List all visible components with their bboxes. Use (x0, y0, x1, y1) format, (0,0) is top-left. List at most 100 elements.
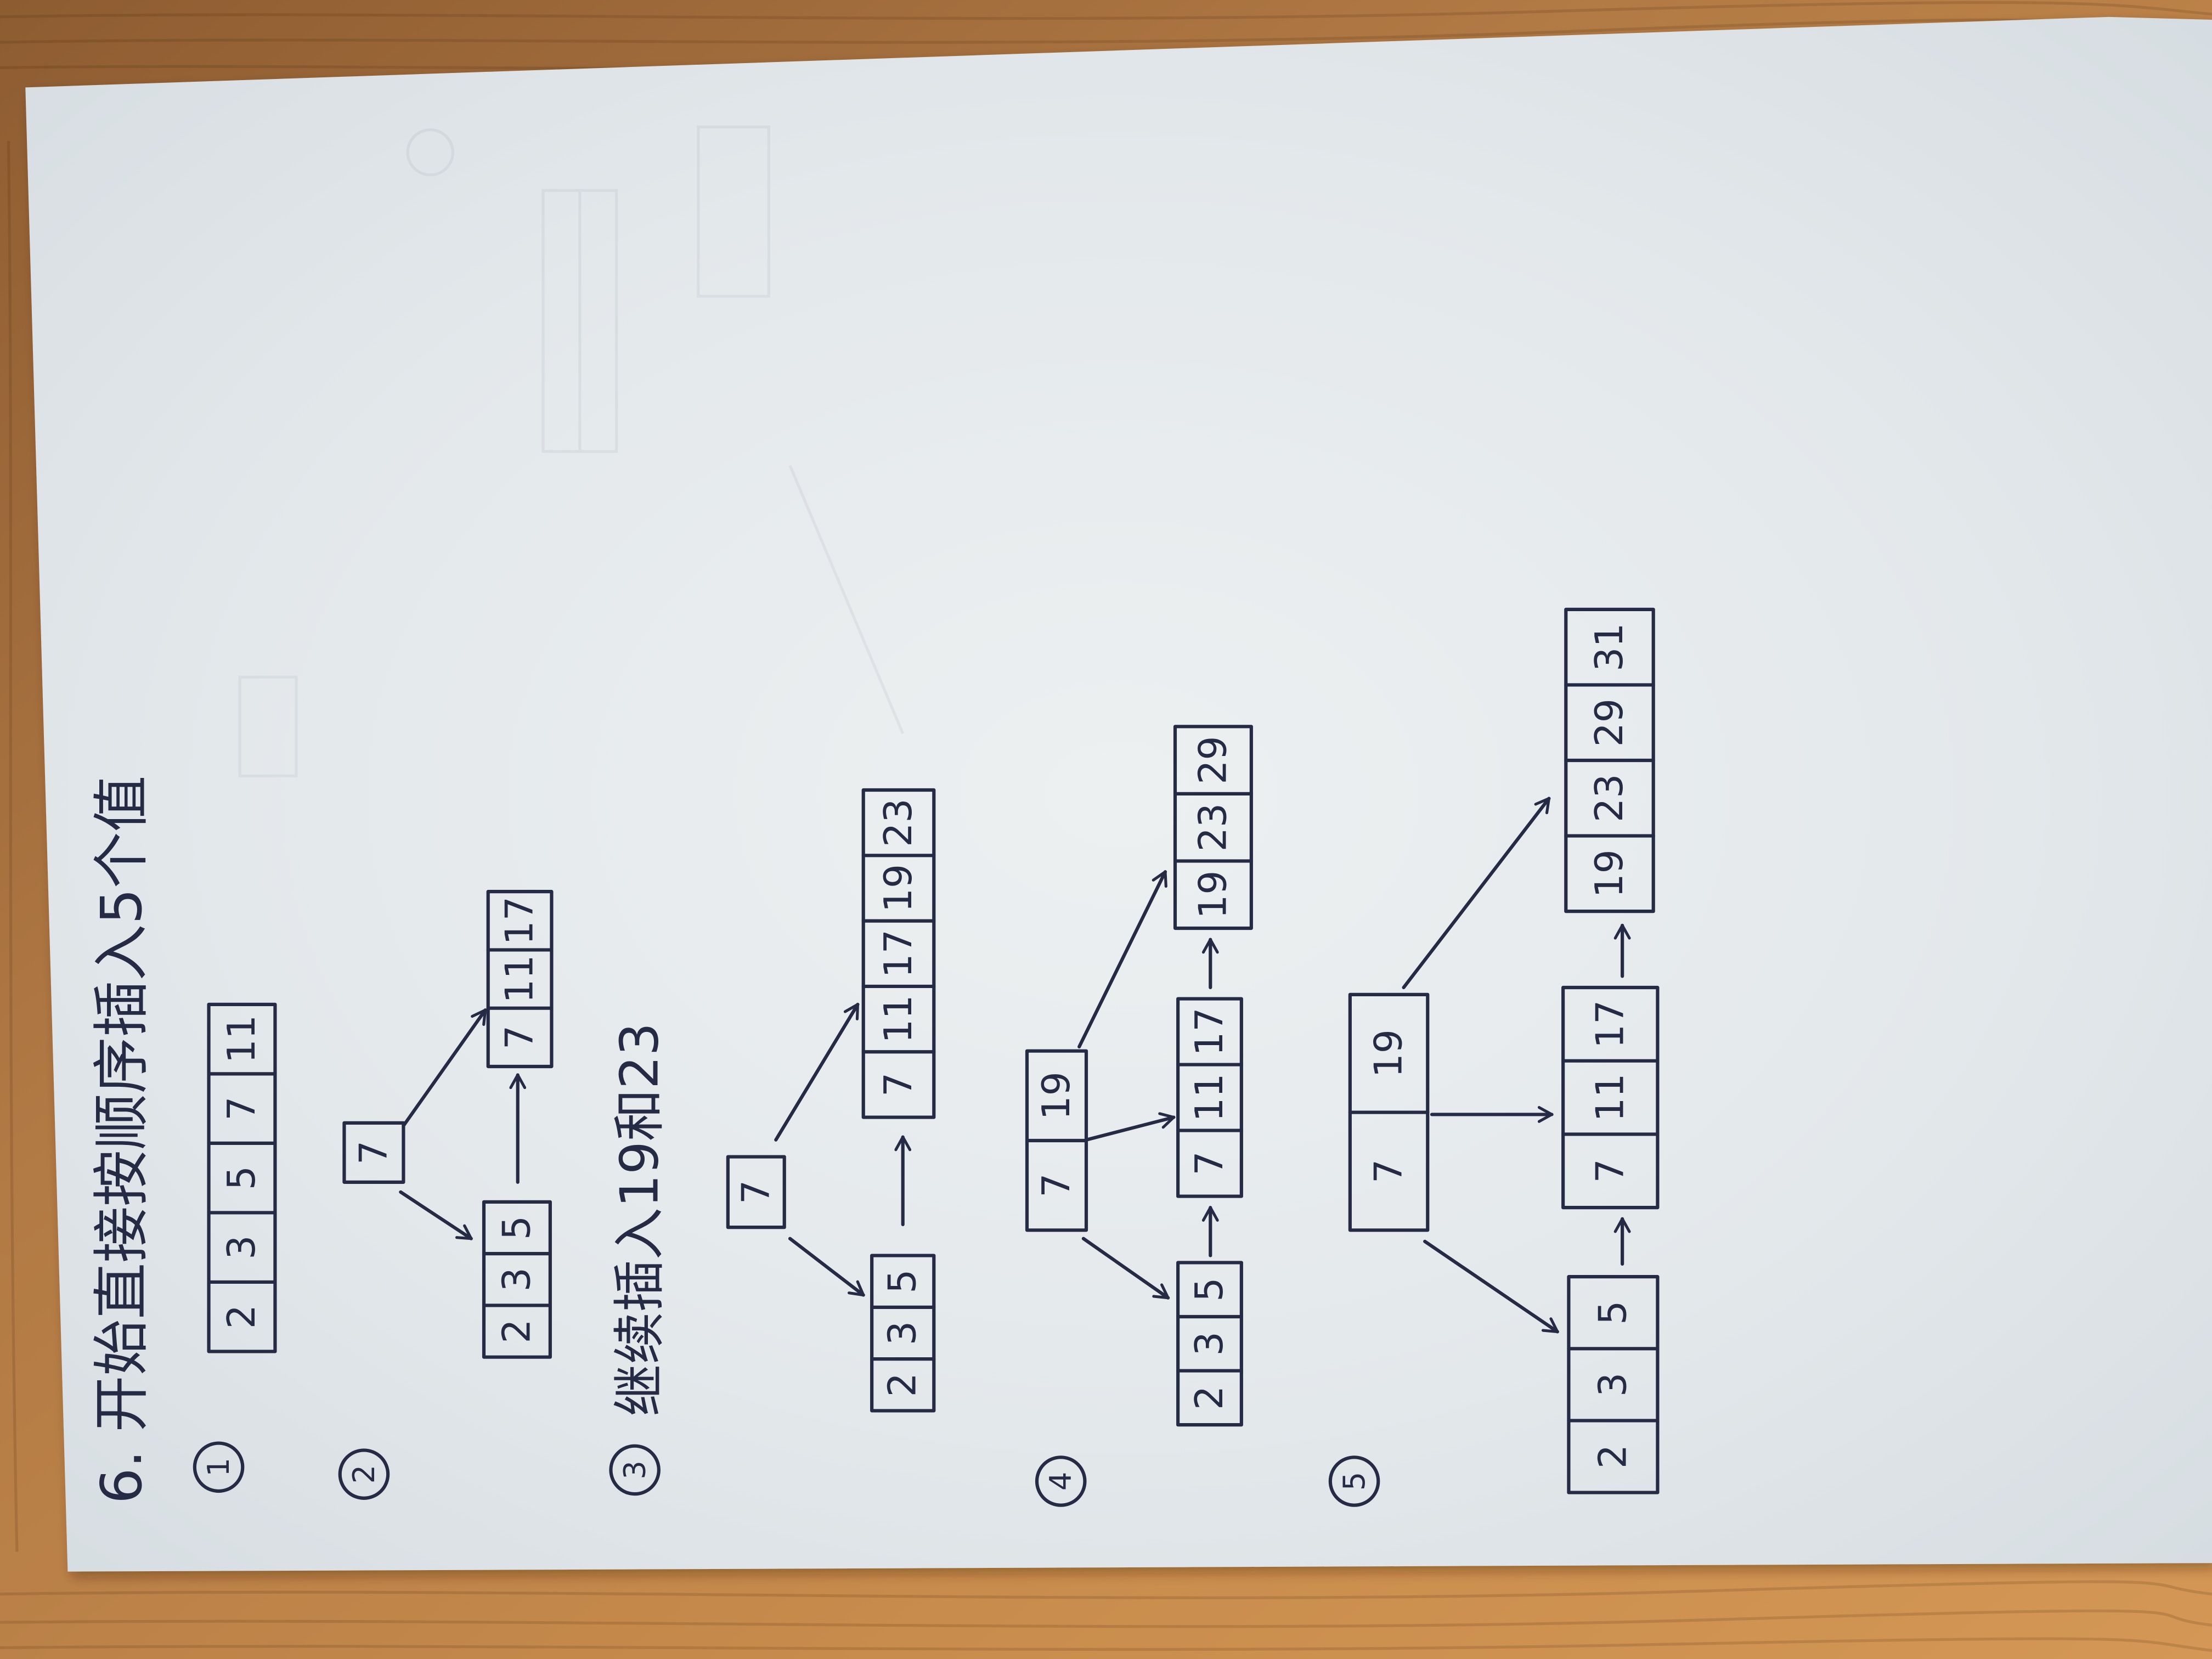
key-value: 11 (220, 1015, 264, 1063)
key-value: 23 (877, 798, 921, 847)
leaf-node: 2 3 5 (482, 1200, 552, 1359)
key-value: 11 (498, 955, 542, 1003)
key-value: 5 (495, 1216, 539, 1240)
leaf-node: 7 11 17 19 23 (861, 788, 936, 1119)
key-value: 29 (1191, 736, 1235, 784)
key-value: 2 (1188, 1386, 1232, 1410)
key-value: 3 (220, 1235, 264, 1260)
leaf-node: 2 3 5 (870, 1254, 936, 1413)
leaf-node: 2 3 5 (1567, 1275, 1660, 1494)
key-value: 3 (1591, 1373, 1635, 1397)
step-number: 2 (347, 1465, 381, 1483)
node-box (1176, 1261, 1243, 1427)
pointer-arrow (1423, 1239, 1559, 1334)
key-value: 3 (881, 1321, 925, 1345)
node-box (482, 1200, 552, 1359)
key-value: 7 (352, 1141, 396, 1165)
key-value: 5 (1188, 1278, 1232, 1302)
key-value: 7 (734, 1180, 778, 1204)
paper-sheet (25, 16, 2212, 1572)
step-number-circle (338, 1448, 390, 1500)
pointer-arrow (1084, 1112, 1176, 1142)
show-through-marks (238, 125, 905, 777)
node-box (861, 788, 936, 1119)
step-2-marker: 2 (338, 1448, 390, 1500)
key-value: 17 (498, 896, 542, 945)
node-box (870, 1254, 936, 1413)
node-box (1561, 985, 1660, 1210)
key-value: 7 (1367, 1159, 1411, 1183)
key-value: 2 (881, 1373, 925, 1397)
key-value: 11 (1588, 1073, 1632, 1121)
node-box (207, 1002, 277, 1353)
leaf-node: 19 23 29 (1173, 725, 1253, 930)
node-box (1173, 725, 1253, 930)
step-number-circle (1328, 1455, 1380, 1507)
pointer-arrow (1402, 797, 1551, 990)
key-value: 5 (1591, 1301, 1635, 1325)
key-value: 19 (1035, 1071, 1079, 1120)
key-value: 17 (877, 929, 921, 978)
pointer-arrow (788, 1237, 865, 1297)
step-number: 4 (1043, 1472, 1078, 1491)
root-node: 7 19 (1348, 992, 1430, 1232)
step-number-circle (609, 1444, 661, 1496)
key-value: 19 (1367, 1029, 1411, 1077)
node-box (486, 890, 554, 1069)
step-3-marker: 3 (609, 1444, 661, 1496)
leaf-node: 7 11 17 (486, 890, 554, 1069)
node-box (1567, 1275, 1660, 1494)
key-value: 23 (1191, 803, 1235, 851)
key-value: 7 (877, 1073, 921, 1097)
key-value: 2 (1591, 1444, 1635, 1469)
key-value: 7 (1035, 1173, 1079, 1198)
key-value: 23 (1588, 774, 1632, 822)
leaf-node: 7 11 17 (1561, 985, 1660, 1210)
root-node: 7 (342, 1121, 405, 1184)
key-value: 7 (220, 1097, 264, 1121)
key-value: 11 (1188, 1073, 1232, 1121)
step-number: 5 (1337, 1472, 1372, 1491)
pointer-arrow (774, 1002, 860, 1142)
key-value: 17 (1188, 1007, 1232, 1056)
node-box (726, 1155, 786, 1229)
b-plus-tree-diagrams: 2357117235711177235711171923719235711171… (207, 607, 1660, 1494)
pointer-arrow (402, 1008, 487, 1128)
key-value: 5 (220, 1166, 264, 1190)
step-number: 3 (618, 1460, 652, 1479)
step-number: 1 (201, 1458, 236, 1476)
step-1-marker: 1 (193, 1441, 245, 1493)
key-value: 11 (877, 995, 921, 1043)
key-value: 19 (1191, 871, 1235, 919)
key-value: 3 (1188, 1331, 1232, 1356)
key-value: 7 (1588, 1159, 1632, 1183)
key-value: 19 (1588, 849, 1632, 898)
step-4-marker: 4 (1035, 1455, 1087, 1507)
step-2-tree: 7 2 3 5 7 11 17 (342, 890, 554, 1359)
node-box (1176, 997, 1243, 1198)
step-number-circle (1035, 1455, 1087, 1507)
step-3-caption: 继续插入19和23 (610, 1023, 670, 1417)
key-value: 2 (495, 1319, 539, 1343)
key-value: 5 (881, 1269, 925, 1294)
pointer-arrow (399, 1190, 473, 1240)
page-title: 6. 开始直接按顺序插入5个值 (89, 776, 155, 1504)
pointer-arrow (1077, 870, 1167, 1049)
pointer-arrow (1081, 1237, 1170, 1300)
key-value: 19 (877, 864, 921, 912)
step-5-marker: 5 (1328, 1455, 1380, 1507)
leaf-node: 2 3 5 (1176, 1261, 1243, 1427)
key-value: 3 (495, 1267, 539, 1291)
key-value: 7 (498, 1025, 542, 1049)
key-value: 17 (1588, 1000, 1632, 1048)
key-value: 31 (1588, 623, 1632, 671)
node-box (342, 1121, 405, 1184)
root-node: 7 (726, 1155, 786, 1229)
